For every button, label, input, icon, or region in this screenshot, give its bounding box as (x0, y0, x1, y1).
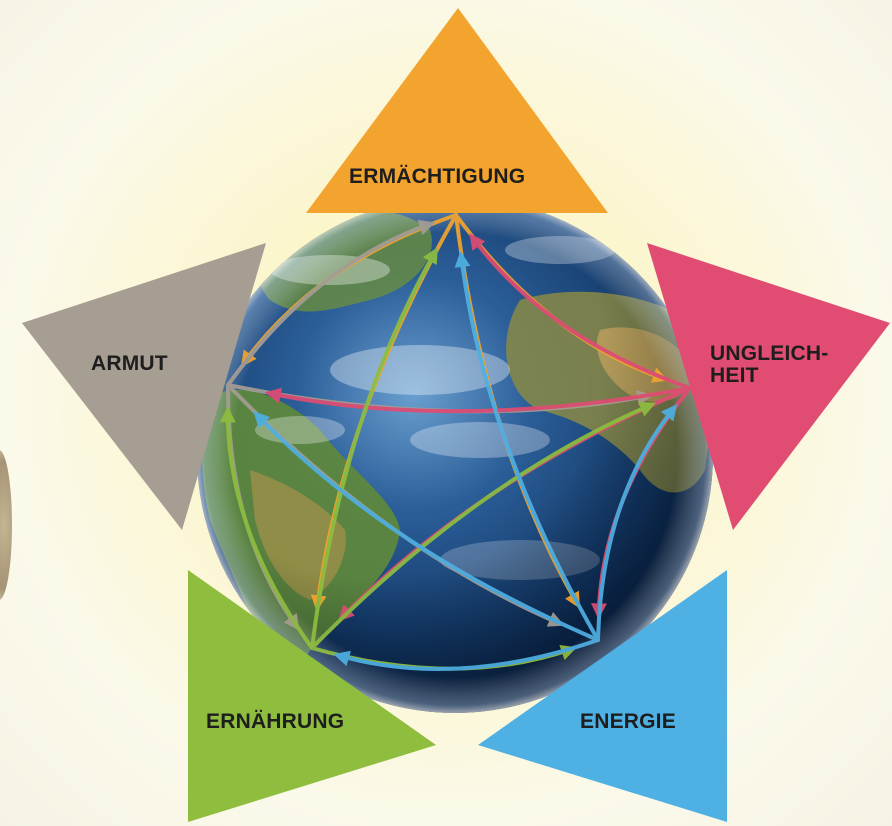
node-shape-top (306, 8, 608, 213)
connection-arrows (219, 213, 692, 672)
connection-arrow (310, 401, 656, 650)
node-shape-bottom-left (188, 570, 436, 822)
connection-arrow (253, 411, 600, 642)
connection-arrow (596, 404, 678, 642)
node-label-bottom-left: ERNÄHRUNG (206, 710, 345, 733)
node-label-bottom-right: ENERGIE (580, 710, 676, 733)
connection-arrow (469, 233, 692, 390)
node-shape-right (647, 243, 890, 530)
node-label-top: ERMÄCHTIGUNG (349, 165, 526, 188)
node-label-right: UNGLEICH- HEIT (710, 342, 829, 387)
node-shape-bottom-right (478, 570, 727, 822)
side-decoration (0, 450, 12, 600)
connection-arrow (333, 638, 600, 672)
node-label-left: ARMUT (91, 352, 168, 375)
connection-arrow (219, 406, 314, 650)
connection-arrow (454, 251, 600, 642)
node-shape-left (22, 243, 266, 530)
connection-arrow (264, 386, 692, 414)
connection-arrow (310, 247, 438, 650)
connection-arrow (226, 219, 436, 387)
